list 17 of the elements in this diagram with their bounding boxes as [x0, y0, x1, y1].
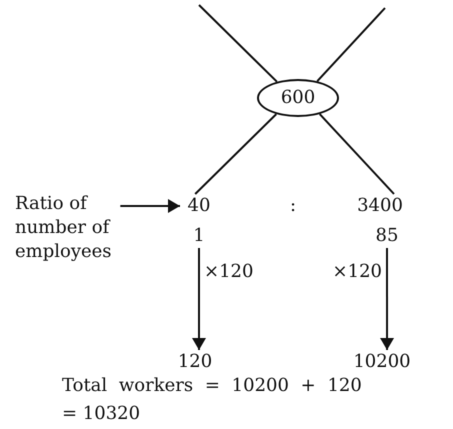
number-label: 120	[170, 350, 220, 374]
line	[319, 113, 395, 195]
number-label: 3400	[345, 194, 415, 218]
arrow	[120, 199, 180, 213]
arrow	[380, 248, 394, 350]
arrow	[192, 248, 206, 350]
number-label: 85	[366, 224, 408, 248]
line	[194, 113, 277, 195]
equation-text: = 10320	[62, 402, 140, 426]
ratio-colon: :	[290, 194, 296, 218]
number-label: 10200	[340, 350, 424, 374]
number-label: 1	[186, 224, 212, 248]
number-text: 600	[280, 86, 316, 110]
equation-text: Total workers = 10200 + 120	[62, 374, 362, 398]
number-label: 40	[180, 194, 218, 218]
line	[316, 7, 386, 82]
text-label: Ratio of number of employees	[15, 192, 150, 282]
